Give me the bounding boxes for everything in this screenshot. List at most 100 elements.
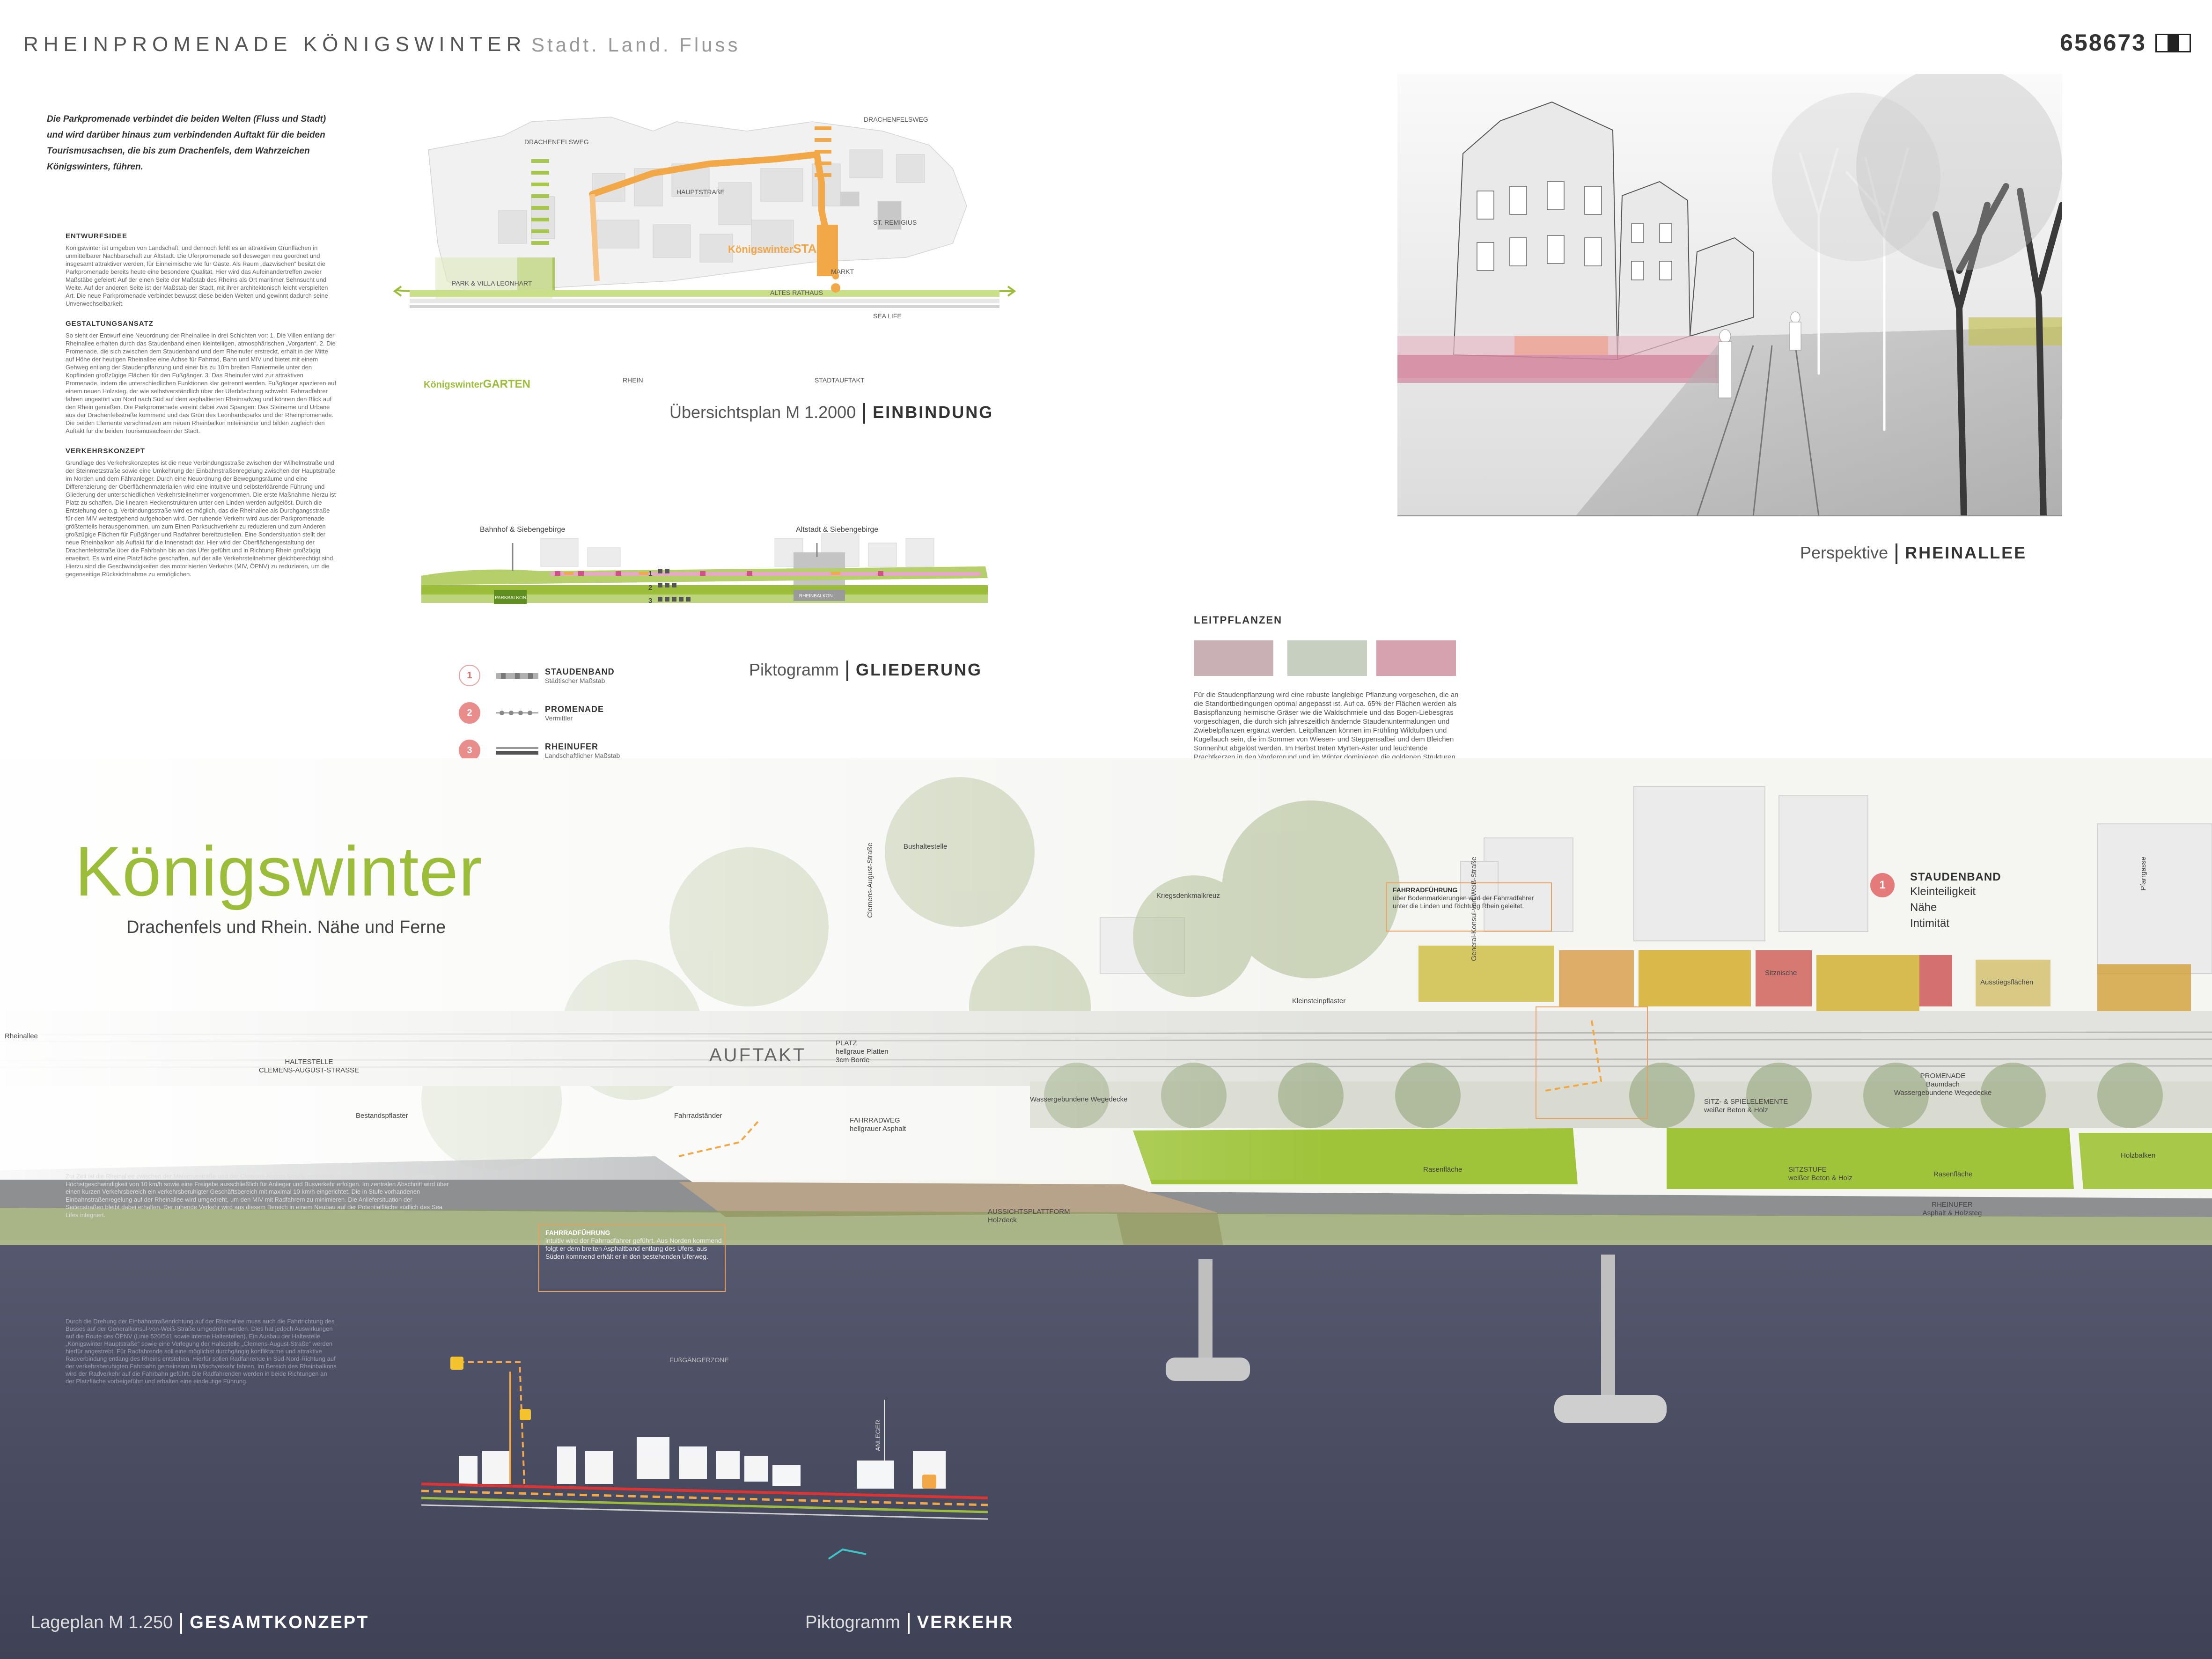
staudenband-icon: [496, 673, 538, 679]
label-wassergebunden: Wassergebundene Wegedecke: [1030, 1095, 1128, 1103]
label-bahnhof: Bahnhof & Siebengebirge: [480, 526, 565, 534]
promenade-icon: [496, 711, 538, 715]
staudenband-line-3: Intimität: [1910, 917, 1950, 930]
caption-gliederung-light: Piktogramm: [749, 660, 839, 679]
scale-marker-icon: [2155, 34, 2191, 52]
label-holzbalken: Holzbalken: [2121, 1152, 2156, 1160]
caption-perspective: Perspektive RHEINALLEE: [1800, 543, 2027, 565]
fahrrad-note-box-1: [1386, 882, 1552, 932]
legend-number: 3: [459, 740, 480, 761]
note-fahrrad-2-text: intuitiv wird der Fahrradfahrer geführt.…: [545, 1237, 722, 1260]
text-entwurfsidee: Königswinter ist umgeben von Landschaft,…: [66, 244, 328, 307]
label-stadtauftakt: STADTAUFTAKT: [815, 376, 865, 384]
plan-title: Königswinter: [75, 832, 483, 910]
label-rheinufer: RHEINUFER Asphalt & Holzsteg: [1922, 1201, 1982, 1217]
label-rasenflaeche-2: Rasenfläche: [1933, 1170, 1973, 1178]
label-promenade: PROMENADE Baumdach Wassergebundene Weged…: [1894, 1072, 1992, 1097]
label-st-remigius: ST. REMIGIUS: [873, 219, 917, 226]
legend-number: 1: [459, 665, 480, 686]
row-label-1: 1: [648, 570, 652, 578]
auftakt-label: AUFTAKT: [709, 1045, 807, 1065]
legend-sub: Landschaftlicher Maßstab: [545, 751, 620, 759]
caption-perspective-bold: RHEINALLEE: [1905, 543, 2027, 562]
label-drachenfelsweg-left: DRACHENFELSWEG: [524, 138, 589, 146]
label-stadt-prefix: Königswinter: [728, 243, 794, 255]
entry-number: 658673: [2060, 29, 2146, 56]
label-sitzstufe: SITZSTUFE weißer Beton & Holz: [1788, 1166, 1852, 1182]
label-hauptstrasse: HAUPTSTRAßE: [676, 188, 725, 196]
svg-text:KönigswinterSTADT: KönigswinterSTADT: [728, 242, 833, 256]
label-stadt: STADT: [793, 242, 833, 256]
label-rheinbalkon: RHEINBALKON: [799, 594, 833, 599]
label-kleinsteinpflaster: Kleinsteinpflaster: [1292, 997, 1346, 1005]
label-bestandspflaster: Bestandspflaster: [356, 1112, 408, 1120]
note-fahrrad-2-title: FAHRRADFÜHRUNG: [545, 1229, 610, 1236]
traffic-note-lower: Durch die Drehung der Einbahnstraßenrich…: [66, 1318, 337, 1385]
label-clemens-august: Clemens-August-Straße: [866, 843, 874, 918]
legend-title: PROMENADE: [545, 704, 604, 714]
note-fahrradfuehrung-1: FAHRRADFÜHRUNG über Bodenmarkierungen wi…: [1393, 886, 1547, 910]
caption-perspective-light: Perspektive: [1800, 543, 1889, 562]
heading-gestaltung: GESTALTUNGSANSATZ: [66, 320, 154, 328]
legend-item-rheinufer: 3 RHEINUFER Landschaftlicher Maßstab: [459, 740, 740, 761]
heading-verkehr: VERKEHRSKONZEPT: [66, 447, 146, 455]
label-parkbalkon: PARKBALKON: [495, 595, 526, 601]
legend-title: RHEINUFER: [545, 741, 599, 751]
label-anleger: ANLEGER: [874, 1420, 882, 1451]
caption-verkehr-bold: VERKEHR: [917, 1613, 1014, 1632]
plant-photo-2: [1287, 640, 1367, 676]
caption-einbindung-light: Übersichtsplan M 1.2000: [669, 403, 856, 422]
heading-entwurfsidee: ENTWURFSIDEE: [66, 232, 127, 240]
label-rasenflaeche-1: Rasenfläche: [1423, 1166, 1462, 1174]
label-fahrradweg: FAHRRADWEG hellgrauer Asphalt: [850, 1116, 906, 1133]
caption-einbindung: Übersichtsplan M 1.2000 EINBINDUNG: [669, 403, 993, 424]
staudenband-number: 1: [1870, 873, 1895, 897]
plant-photo-1: [1194, 640, 1273, 676]
site-plan: [0, 758, 2212, 1659]
label-pfarrgasse: Pfarrgasse: [2139, 857, 2147, 891]
traffic-note-upper: Zur Zeit ist die Rheinallee zwischen der…: [66, 1173, 449, 1219]
staudenband-title: STAUDENBAND: [1910, 871, 2001, 883]
label-kriegsdenkmal: Kriegsdenkmalkreuz: [1156, 892, 1220, 900]
caption-gliederung-bold: GLIEDERUNG: [856, 660, 983, 679]
label-fussgaengerzone: FUßGÄNGERZONE: [669, 1356, 729, 1364]
label-aussichtsplattform: AUSSICHTSPLATTFORM Holzdeck: [988, 1208, 1070, 1224]
staudenband-line-2: Nähe: [1910, 901, 1937, 914]
label-park-villa: PARK & VILLA LEONHART: [452, 279, 532, 287]
label-altstadt: Altstadt & Siebengebirge: [796, 526, 878, 534]
text-column: ENTWURFSIDEE Königswinter ist umgeben vo…: [66, 220, 337, 578]
label-garten: GARTEN: [483, 378, 530, 390]
structure-legend: 1 STAUDENBAND Städtischer Maßstab 2 PROM…: [459, 665, 740, 777]
note-fahrrad-1-text: über Bodenmarkierungen wird der Fahrradf…: [1393, 894, 1534, 910]
label-ausstieg: Ausstiegsflächen: [1980, 978, 2034, 986]
staudenband-line-1: Kleinteiligkeit: [1910, 885, 1976, 898]
legend-sub: Städtischer Maßstab: [545, 676, 605, 684]
label-drachenfelsweg-right: DRACHENFELSWEG: [864, 116, 928, 123]
label-sea-life: SEA LIFE: [873, 312, 902, 320]
label-rheinallee: Rheinallee: [5, 1032, 38, 1040]
label-platz: PLATZ hellgraue Platten 3cm Borde: [836, 1039, 889, 1064]
label-sitz-spiel: SITZ- & SPIELELEMENTE weißer Beton & Hol…: [1704, 1098, 1788, 1114]
label-rhein: RHEIN: [623, 376, 643, 384]
overview-map: DRACHENFELSWEG DRACHENFELSWEG HAUPTSTRAß…: [393, 116, 1016, 390]
svg-text:KönigswinterGARTEN: KönigswinterGARTEN: [424, 378, 530, 390]
label-sitznische: Sitznische: [1765, 969, 1797, 977]
intro-statement: Die Parkpromenade verbindet die beiden W…: [47, 114, 326, 172]
row-label-2: 2: [648, 584, 652, 592]
leitpflanzen-heading: LEITPFLANZEN: [1194, 614, 1282, 626]
perspective-sketch: [1397, 74, 2062, 516]
caption-gliederung: Piktogramm GLIEDERUNG: [749, 660, 983, 682]
header-title: RHEINPROMENADE KÖNIGSWINTER: [23, 33, 527, 56]
caption-einbindung-bold: EINBINDUNG: [873, 403, 994, 422]
plan-subtitle: Drachenfels und Rhein. Nähe und Ferne: [126, 918, 446, 937]
header-subtitle: Stadt. Land. Fluss: [531, 34, 741, 56]
label-general-konsul: General-Konsul-von-Weiß-Straße: [1470, 857, 1478, 962]
label-markt: MARKT: [831, 268, 854, 275]
text-verkehr: Grundlage des Verkehrskonzeptes ist die …: [66, 459, 336, 578]
legend-title: STAUDENBAND: [545, 667, 615, 676]
structure-diagram: Bahnhof & Siebengebirge Altstadt & Siebe…: [421, 526, 988, 605]
legend-number: 2: [459, 702, 480, 724]
plant-photo-3: [1376, 640, 1456, 676]
